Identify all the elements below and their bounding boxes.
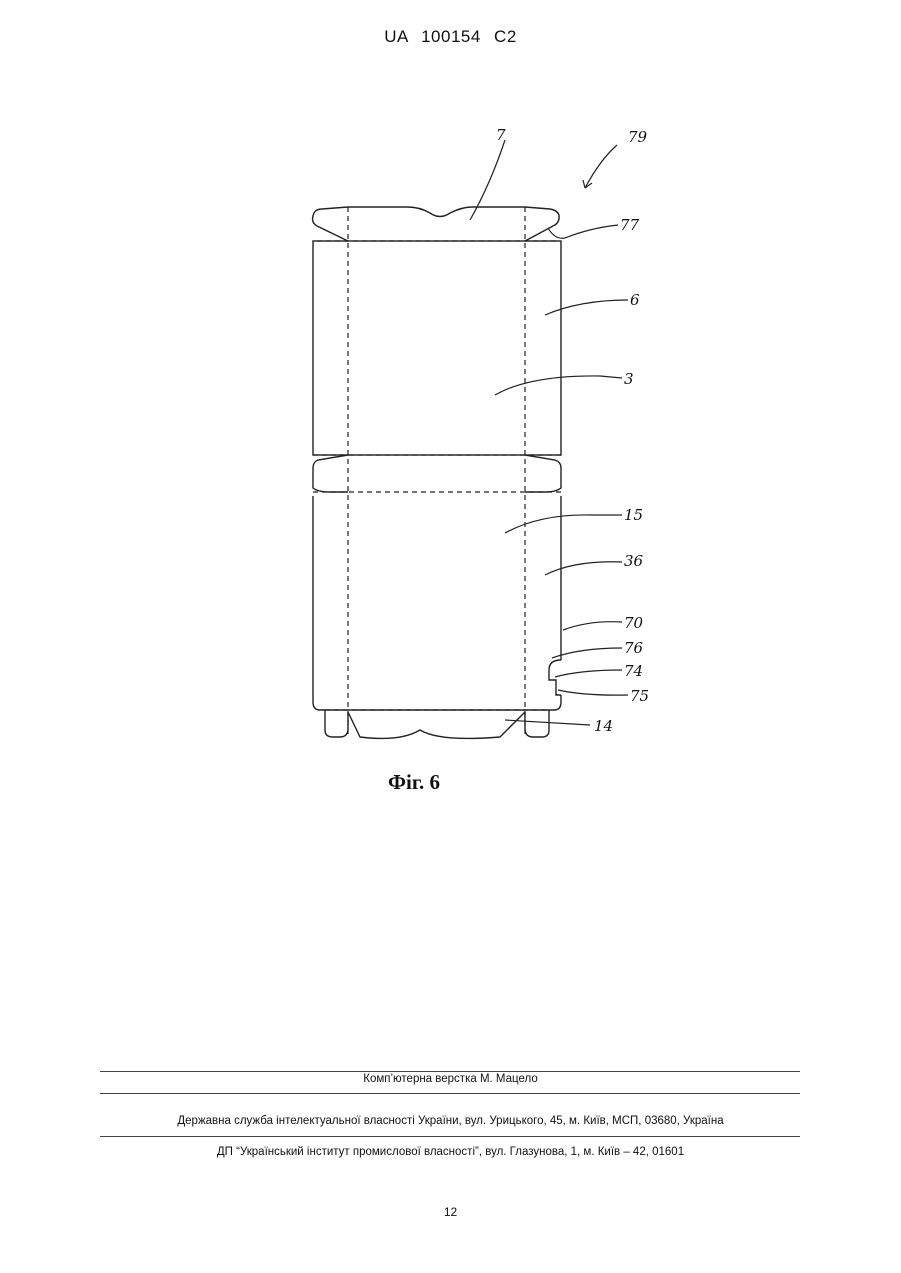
leader-3 — [495, 376, 622, 395]
figure-6-drawing: 79 7 77 6 3 15 36 70 76 74 75 14 — [270, 115, 690, 765]
page-number: 12 — [0, 1205, 901, 1219]
footer-rule-top — [100, 1071, 800, 1072]
leader-70 — [563, 622, 622, 630]
figure-caption: Фіг. 6 — [388, 770, 440, 795]
ref-label-77: 77 — [620, 216, 640, 234]
leader-74 — [555, 670, 622, 677]
ref-label-70: 70 — [624, 614, 644, 632]
footer-rule-bottom — [100, 1136, 800, 1137]
box-blank-diagram: 79 7 77 6 3 15 36 70 76 74 75 14 — [270, 115, 690, 765]
agency-address: Державна служба інтелектуальної власност… — [0, 1115, 901, 1127]
leader-36 — [545, 562, 622, 575]
leader-14 — [505, 720, 590, 725]
ref-label-7: 7 — [496, 126, 506, 144]
leader-77 — [548, 225, 618, 238]
leader-79 — [585, 145, 617, 188]
ref-label-6: 6 — [630, 291, 640, 309]
ref-label-36: 36 — [624, 552, 644, 570]
patent-number-header: UA 100154 C2 — [0, 27, 901, 47]
upper-panel-outline — [313, 241, 561, 455]
leader-75 — [558, 690, 628, 695]
bottom-flap-outline — [325, 710, 549, 738]
top-flap-outline — [313, 207, 560, 241]
ref-label-75: 75 — [630, 687, 649, 705]
layout-credit: Комп’ютерна верстка М. Мацело — [0, 1073, 901, 1085]
ref-label-14: 14 — [594, 717, 613, 735]
leader-7 — [470, 140, 505, 220]
leader-15 — [505, 515, 622, 533]
institute-address: ДП “Український інститут промислової вла… — [0, 1146, 901, 1158]
ref-label-79: 79 — [628, 128, 648, 146]
ref-label-15: 15 — [624, 506, 643, 524]
ref-label-3: 3 — [624, 370, 634, 388]
middle-flap-outline — [313, 455, 561, 492]
leader-76 — [552, 648, 622, 658]
ref-label-74: 74 — [624, 662, 643, 680]
footer-rule-middle — [100, 1093, 800, 1094]
ref-label-76: 76 — [624, 639, 644, 657]
lower-panel-outline — [313, 496, 561, 710]
leader-6 — [545, 300, 628, 315]
